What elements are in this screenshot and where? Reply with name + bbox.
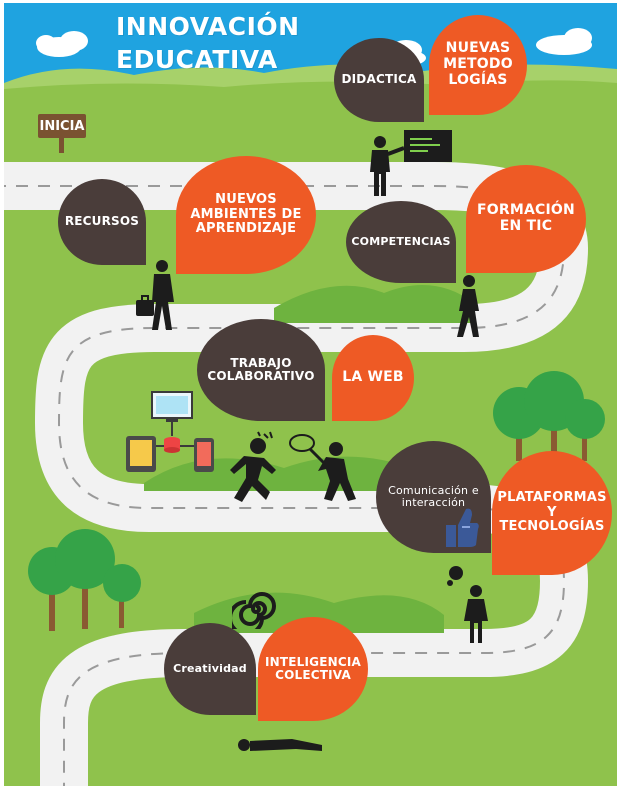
bubble-label: COMPETENCIAS xyxy=(351,234,451,248)
bubble-inteligencia: INTELIGENCIA COLECTIVA xyxy=(258,617,368,721)
bubble-label: NUEVAS METODO LOGÍAS xyxy=(443,40,513,88)
bubble-la-web: LA WEB xyxy=(332,335,414,421)
tree-icon xyxy=(103,564,141,628)
devices-network-icon xyxy=(126,391,214,472)
cloud-icon xyxy=(536,28,592,55)
thinking-woman-icon xyxy=(447,566,488,643)
bubble-label: INTELIGENCIA COLECTIVA xyxy=(264,654,362,682)
bubble-label: TRABAJO COLABORATIVO xyxy=(207,355,315,383)
infographic: INNOVACIÓN EDUCATIVA INICIA DIDACTICA NU… xyxy=(4,3,617,786)
bubble-label: DIDACTICA xyxy=(341,72,417,87)
bubble-plataformas: PLATAFORMAS Y TECNOLOGÍAS xyxy=(492,451,612,575)
bubble-formacion-tic: FORMACIÓN EN TIC xyxy=(466,165,586,273)
bubble-label: FORMACIÓN EN TIC xyxy=(477,202,575,234)
lying-man-icon xyxy=(238,739,322,751)
bubble-competencias: COMPETENCIAS xyxy=(346,201,456,283)
bubble-label: Comunicación e interacción xyxy=(388,483,479,509)
page-title: INNOVACIÓN EDUCATIVA xyxy=(116,12,300,74)
bubble-label: NUEVOS AMBIENTES DE APRENDIZAJE xyxy=(190,192,302,237)
bubble-creatividad: Creatividad xyxy=(164,623,256,715)
tree-icon xyxy=(565,399,605,461)
bubble-label: LA WEB xyxy=(342,369,404,386)
walking-man-icon xyxy=(457,275,479,337)
bubble-nuevas-metodologias: NUEVAS METODO LOGÍAS xyxy=(429,15,527,115)
cloud-icon xyxy=(36,31,88,57)
start-sign: INICIA xyxy=(38,114,86,138)
like-thumb-icon xyxy=(446,508,479,547)
bubble-label: RECURSOS xyxy=(64,214,140,229)
bubble-label: Creatividad xyxy=(173,661,247,675)
spiral-icon xyxy=(232,592,276,629)
net-catcher-icon xyxy=(289,434,356,501)
hill-mound xyxy=(274,285,474,323)
bubble-nuevos-ambientes: NUEVOS AMBIENTES DE APRENDIZAJE xyxy=(176,156,316,274)
signpost xyxy=(59,135,64,153)
bubble-didactica: DIDACTICA xyxy=(334,38,424,122)
teacher-blackboard-icon xyxy=(370,130,452,196)
businessman-icon xyxy=(136,260,174,330)
bubble-recursos: RECURSOS xyxy=(58,179,146,265)
bubble-trabajo-colaborativo: TRABAJO COLABORATIVO xyxy=(197,319,325,421)
runner-icon xyxy=(230,431,276,502)
tree-icon xyxy=(55,529,115,629)
bubble-label: PLATAFORMAS Y TECNOLOGÍAS xyxy=(497,490,607,535)
